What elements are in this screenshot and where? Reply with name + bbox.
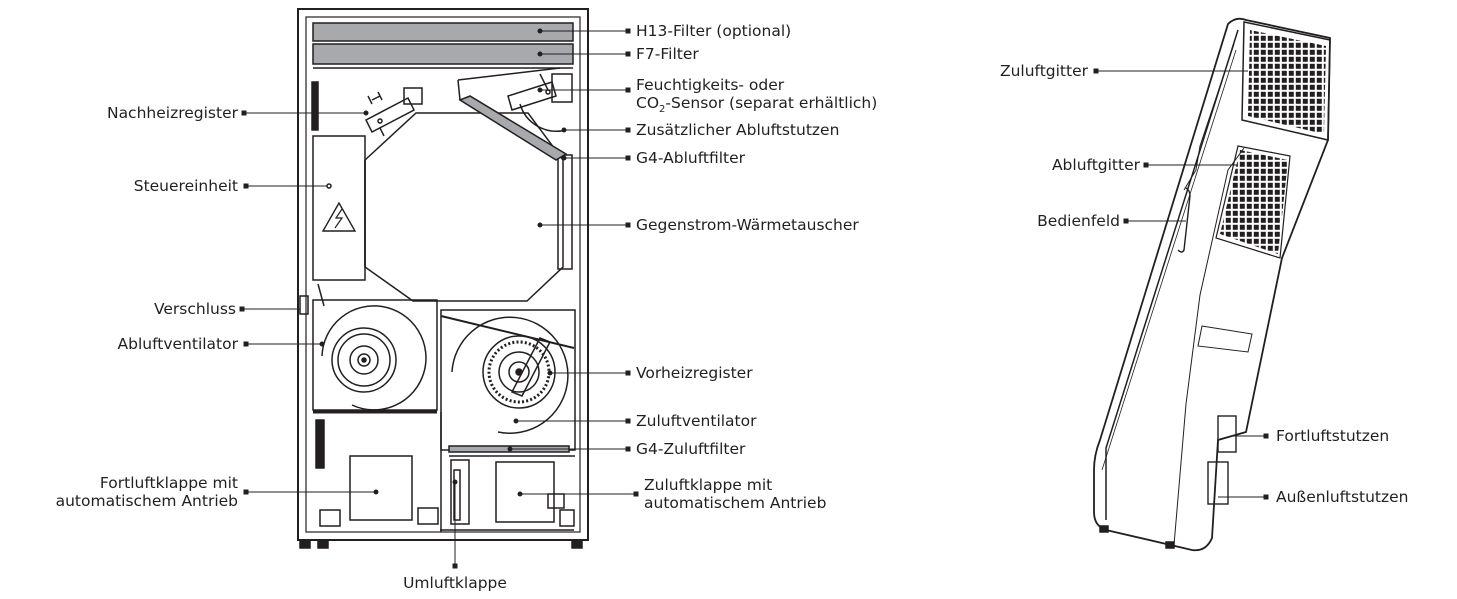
- label-preheater: Vorheizregister: [636, 364, 753, 382]
- front-unit-leaders: [239, 28, 639, 569]
- label-exhaust-damper-line2: automatischem Antrieb: [55, 492, 238, 510]
- label-supply-damper-line2: automatischem Antrieb: [644, 494, 827, 512]
- supply-grille-pattern: [1248, 30, 1326, 134]
- label-g4-extract-filter: G4-Abluftfilter: [636, 149, 746, 167]
- label-extract-fan: Abluftventilator: [117, 335, 239, 353]
- label-outdoor-spigot: Außenluftstutzen: [1276, 488, 1409, 506]
- reheater-element: [365, 87, 423, 137]
- heat-exchanger-shape: [364, 112, 564, 302]
- side-unit: [1093, 17, 1331, 552]
- sensor-element: [507, 73, 573, 132]
- label-exhaust-damper-line1: Fortluftklappe mit: [99, 474, 238, 492]
- label-reheater: Nachheizregister: [106, 104, 238, 122]
- label-latch: Verschluss: [153, 300, 236, 318]
- label-sensor-line1: Feuchtigkeits- oder: [636, 76, 785, 94]
- label-h13-filter: H13-Filter (optional): [636, 22, 792, 40]
- label-supply-damper-line1: Zuluftklappe mit: [644, 476, 773, 494]
- label-sensor-line2: CO2-Sensor (separat erhältlich): [636, 94, 878, 116]
- h13-filter: [312, 22, 574, 42]
- label-g4-supply-filter: G4-Zuluftfilter: [636, 440, 746, 458]
- label-control-unit: Steuereinheit: [133, 177, 238, 195]
- control-unit-box: [312, 135, 366, 281]
- label-exhaust-spigot: Fortluftstutzen: [1276, 427, 1390, 445]
- side-unit-leaders: [1093, 68, 1269, 500]
- supply-fan-section: [440, 309, 576, 451]
- label-supply-fan: Zuluftventilator: [636, 412, 757, 430]
- extract-fan: [312, 299, 438, 411]
- label-control-panel: Bedienfeld: [1037, 212, 1120, 230]
- label-f7-filter: F7-Filter: [636, 45, 699, 63]
- label-extra-extract-spigot: Zusätzlicher Abluftstutzen: [636, 121, 840, 139]
- f7-filter: [312, 43, 574, 65]
- extract-grille-pattern: [1220, 150, 1288, 254]
- label-heat-exchanger: Gegenstrom-Wärmetauscher: [636, 216, 859, 234]
- label-supply-grille: Zuluftgitter: [999, 62, 1088, 80]
- label-extract-grille: Abluftgitter: [1051, 156, 1140, 174]
- label-bypass-damper: Umluftklappe: [403, 574, 507, 592]
